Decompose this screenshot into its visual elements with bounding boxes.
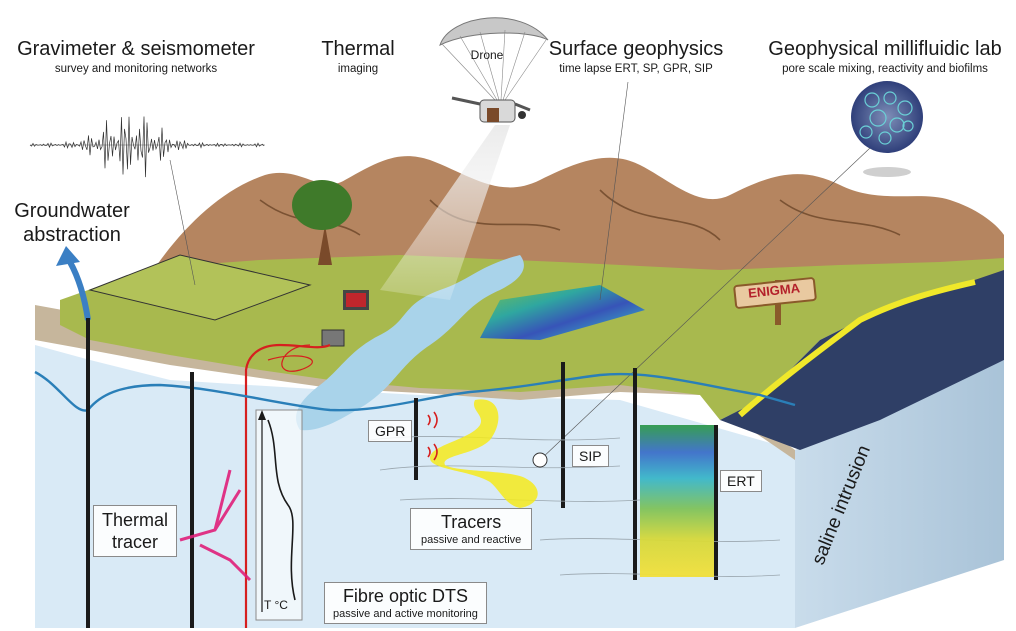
tree-trunk xyxy=(318,225,332,265)
drone-wheel xyxy=(518,111,526,119)
ert-label: ERT xyxy=(720,470,762,492)
fibre-loops xyxy=(267,344,313,372)
fibre-optic-title: Fibre optic DTS xyxy=(342,586,468,606)
temperature-axis-label: T °C xyxy=(264,598,288,612)
thermal-title: Thermal xyxy=(321,38,395,60)
fibre-optic-label: Fibre optic DTS passive and active monit… xyxy=(324,582,487,624)
drone-payload xyxy=(487,108,499,122)
water-table xyxy=(34,370,796,412)
block-side-face xyxy=(795,360,1004,628)
seismogram xyxy=(29,116,265,178)
surface-ert-map xyxy=(480,285,645,340)
sip-electrode-marker xyxy=(532,452,548,468)
temp-axis-arrow xyxy=(258,410,266,420)
groundwater-label-line2: abstraction xyxy=(23,224,121,246)
boreholes xyxy=(86,318,718,628)
thermal-tracer-label: Thermal tracer xyxy=(93,505,178,557)
gravimeter-subtitle: survey and monitoring networks xyxy=(54,63,218,75)
tracer-plume xyxy=(430,399,538,508)
thermal-tracer-line1: Thermal xyxy=(102,510,169,530)
pore-grains xyxy=(859,91,914,145)
millifluidic-title: Geophysical millifluidic lab xyxy=(768,38,1002,60)
surface-geophysics-subtitle: time lapse ERT, SP, GPR, SIP xyxy=(559,63,713,75)
temperature-profile-box xyxy=(255,409,303,621)
gpr-waves xyxy=(427,411,438,461)
millifluidic-subtitle: pore scale mixing, reactivity and biofil… xyxy=(782,63,988,75)
drone-camera-beam xyxy=(380,125,510,300)
fibre-optic-cable xyxy=(244,343,331,628)
lab-pointer xyxy=(539,147,871,461)
lab-shadow xyxy=(863,167,911,177)
gravimeter-title: Gravimeter & seismometer xyxy=(17,38,255,60)
surface-geophysics-title: Surface geophysics xyxy=(548,38,724,60)
drone-wing xyxy=(439,17,549,46)
thermal-subtitle: imaging xyxy=(337,63,379,75)
laptop-screen xyxy=(346,293,366,307)
tracers-subtitle: passive and reactive xyxy=(421,534,522,546)
enigma-sign xyxy=(733,277,817,325)
survey-grid xyxy=(88,254,312,321)
fibre-optic-subtitle: passive and active monitoring xyxy=(333,608,478,620)
drone-label: Drone xyxy=(470,48,504,62)
millifluidic-image xyxy=(851,81,923,153)
abstraction-arrowhead xyxy=(56,246,80,266)
ert-tomogram xyxy=(640,425,714,577)
tracers-title: Tracers xyxy=(440,512,502,532)
groundwater-label-line1: Groundwater xyxy=(14,200,130,222)
drone-frame xyxy=(451,96,531,112)
river xyxy=(296,255,524,431)
sip-label: SIP xyxy=(572,445,609,467)
gpr-label: GPR xyxy=(368,420,413,442)
abstraction-arrow xyxy=(67,260,91,321)
thermal-tracer-plume xyxy=(179,469,252,582)
temperature-profile-curve xyxy=(267,419,296,601)
drone-lines xyxy=(441,29,547,101)
saline-front-line xyxy=(738,279,976,418)
surface-pointer xyxy=(599,81,629,301)
thermal-tracer-line2: tracer xyxy=(112,532,159,552)
dts-unit xyxy=(321,329,345,347)
tree-canopy xyxy=(292,180,352,230)
gravimeter-pointer xyxy=(169,159,196,286)
tracers-label: Tracers passive and reactive xyxy=(410,508,533,550)
